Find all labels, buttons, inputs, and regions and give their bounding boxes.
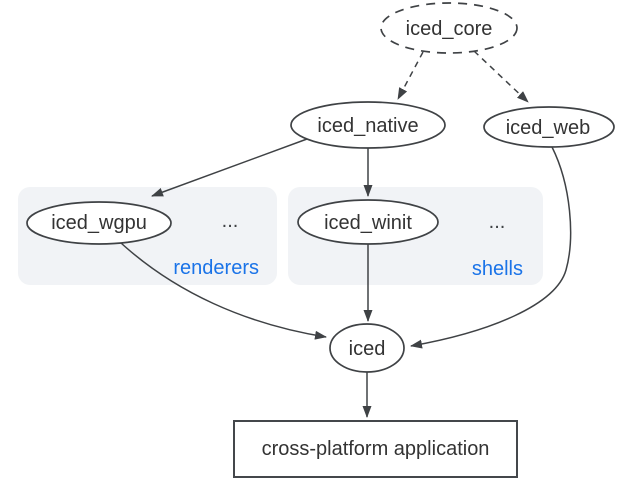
shells-group-label: shells	[471, 258, 523, 280]
iced-native-node-ellipse	[290, 101, 446, 149]
edge-iced_native-iced_wgpu	[151, 138, 308, 197]
iced-wgpu-node-ellipse	[26, 201, 172, 245]
renderers-ellipsis: ...	[221, 210, 239, 232]
iced-core-node-label: iced_core	[405, 18, 493, 40]
iced-winit-node-ellipse	[297, 199, 439, 245]
iced-native-node-label: iced_native	[317, 115, 419, 137]
edge-iced_core-iced_native	[397, 51, 424, 100]
iced-web-node-ellipse	[483, 106, 615, 148]
iced-core-node-ellipse	[380, 2, 518, 54]
iced-node-label: iced	[348, 338, 386, 360]
cross-platform-application-label: cross-platform application	[261, 437, 490, 460]
iced-winit-node-label: iced_winit	[324, 212, 412, 234]
edge-iced_core-iced_web	[473, 50, 529, 103]
iced-node-ellipse	[329, 323, 405, 373]
edge-iced_wgpu-iced	[120, 242, 327, 340]
shells-ellipsis: ...	[488, 211, 506, 233]
renderers-group-label: renderers	[173, 257, 259, 279]
iced-wgpu-node-label: iced_wgpu	[51, 212, 147, 234]
edge-iced_web-iced	[410, 146, 572, 349]
iced-web-node-label: iced_web	[505, 117, 591, 139]
cross-platform-application-node: cross-platform application	[233, 420, 518, 478]
